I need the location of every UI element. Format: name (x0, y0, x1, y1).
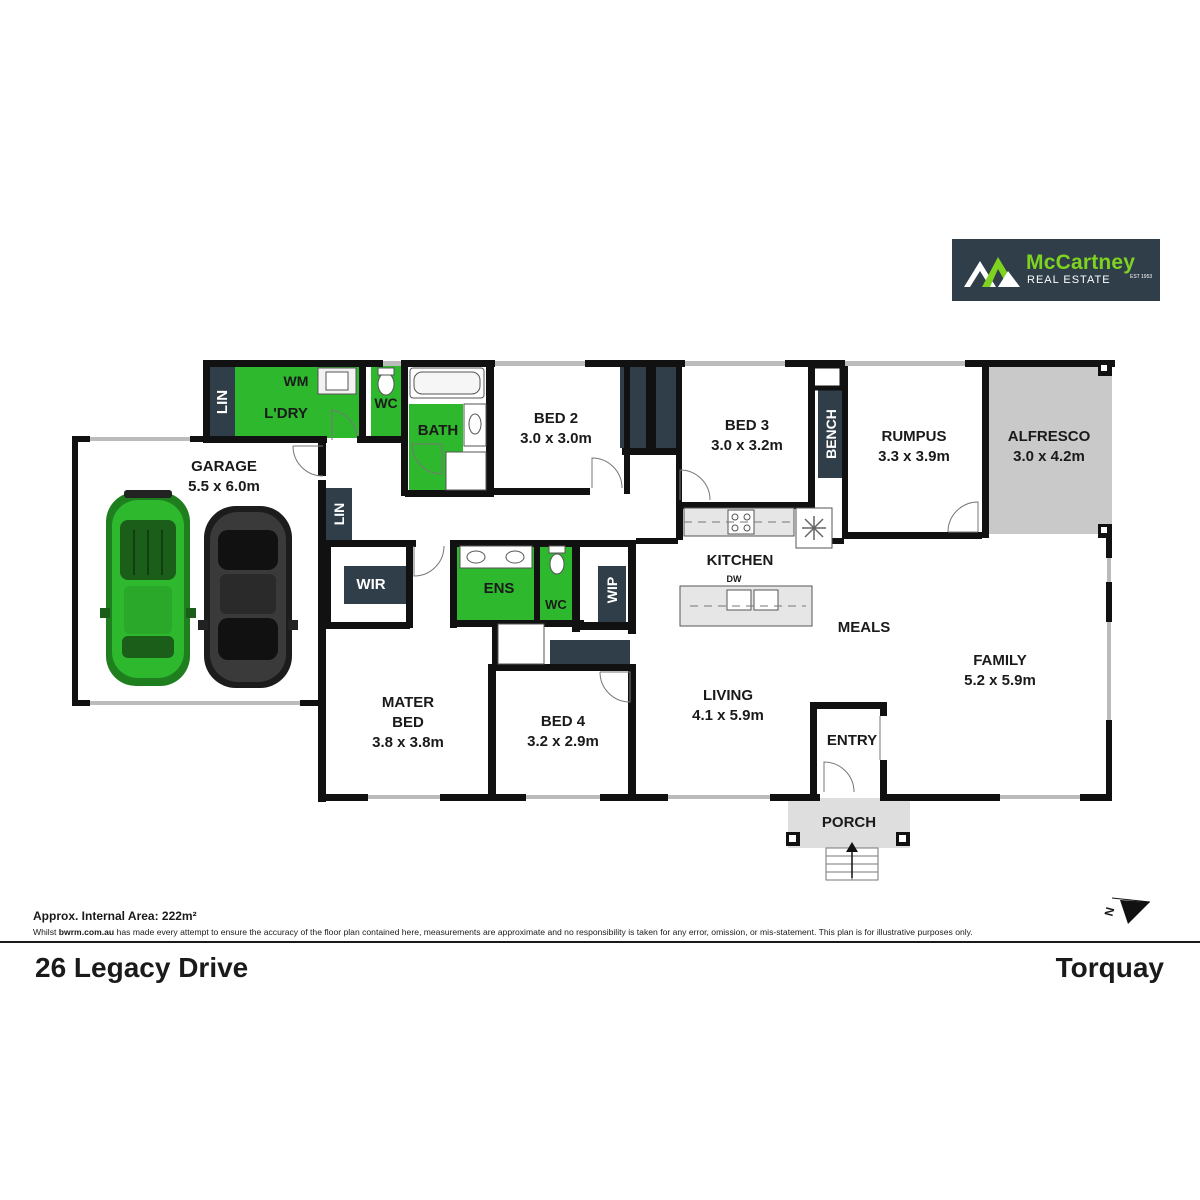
wm-label: WM (284, 373, 309, 389)
brand-tagline: REAL ESTATE (1027, 274, 1111, 286)
wir-label: WIR (356, 576, 385, 593)
room-fills (235, 362, 1112, 848)
ens-label: ENS (484, 580, 515, 597)
fridge-icon (802, 516, 826, 540)
rumpus-name: RUMPUS (881, 428, 946, 445)
lin-laundry-block (207, 366, 235, 438)
green-car-icon (100, 490, 196, 686)
brand-name: McCartney (1026, 251, 1136, 274)
entry-label: ENTRY (827, 732, 877, 749)
disclaimer-lead: Whilst (33, 927, 59, 937)
brand-logo: McCartney REAL ESTATE EST 1953 (952, 239, 1160, 301)
disclaimer: Whilst bwrm.com.au has made every attemp… (33, 927, 973, 937)
alfresco-size: 3.0 x 4.2m (1013, 448, 1085, 465)
divider (0, 941, 1200, 943)
family-size: 5.2 x 5.9m (964, 672, 1036, 689)
bench-block (818, 390, 842, 478)
dashed-lines (684, 521, 806, 607)
lin-laundry-label: LIN (214, 390, 231, 414)
room-labels: LIN WM L'DRY WC BATH BED 2 3.0 x 3.0m BE… (188, 373, 1090, 831)
bed2-size: 3.0 x 3.0m (520, 430, 592, 447)
disclaimer-rest: has made every attempt to ensure the acc… (114, 927, 973, 937)
address: 26 Legacy Drive (35, 952, 249, 983)
wip-label: WIP (604, 577, 620, 603)
master-line1: MATER (382, 694, 434, 711)
dw-label: DW (727, 574, 742, 584)
garage-name: GARAGE (191, 458, 257, 475)
lin-hall-label: LIN (331, 503, 347, 526)
porch-fill (788, 798, 910, 848)
wir-block (344, 566, 406, 604)
wc2-label: WC (545, 597, 567, 612)
brand-est: EST 1953 (1130, 274, 1153, 280)
alfresco-name: ALFRESCO (1008, 428, 1091, 445)
bench-label: BENCH (823, 409, 839, 459)
suburb: Torquay (1055, 952, 1164, 983)
bed3-name: BED 3 (725, 417, 769, 434)
meals-label: MEALS (838, 619, 891, 636)
entry-arrow-icon (846, 842, 858, 852)
bed4-name: BED 4 (541, 713, 586, 730)
garage-size: 5.5 x 6.0m (188, 478, 260, 495)
doors (292, 409, 979, 793)
wc1-label: WC (374, 395, 397, 411)
bed3-size: 3.0 x 3.2m (711, 437, 783, 454)
mountain-logo-icon (964, 257, 1020, 287)
lin-hall-block (324, 488, 352, 540)
bath-label: BATH (418, 422, 459, 439)
robe-bed4-block (550, 640, 630, 668)
kitchen-label: KITCHEN (707, 552, 774, 569)
living-size: 4.1 x 5.9m (692, 707, 764, 724)
black-car-icon (198, 506, 298, 688)
disclaimer-site: bwrm.com.au (58, 927, 115, 937)
compass-label: N (1102, 906, 1118, 918)
bed2-name: BED 2 (534, 410, 578, 427)
internal-area: Approx. Internal Area: 222m² (33, 909, 197, 923)
bed4-size: 3.2 x 2.9m (527, 733, 599, 750)
alfresco-fill (988, 362, 1112, 534)
wip-block (598, 566, 626, 622)
robe-bed2-block (620, 366, 646, 448)
master-line2: BED (392, 714, 424, 731)
master-size: 3.8 x 3.8m (372, 734, 444, 751)
family-name: FAMILY (973, 652, 1027, 669)
rumpus-size: 3.3 x 3.9m (878, 448, 950, 465)
porch-label: PORCH (822, 814, 876, 831)
laundry-label: L'DRY (264, 405, 308, 422)
living-name: LIVING (703, 687, 753, 704)
compass-icon: N (1102, 897, 1151, 924)
